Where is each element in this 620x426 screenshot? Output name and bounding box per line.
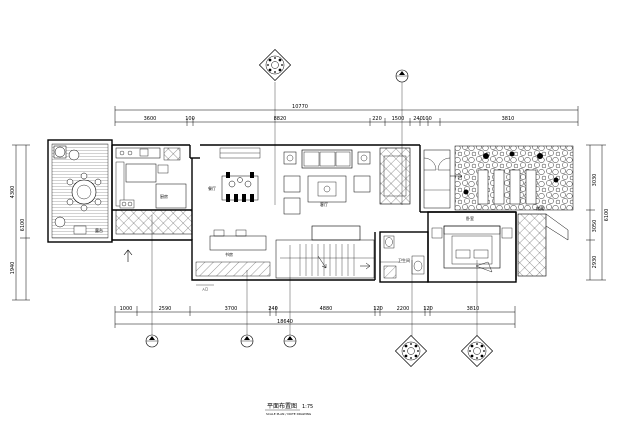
dim-top-1: 3600 xyxy=(144,116,157,122)
circle-marker-bottom-3 xyxy=(283,334,297,348)
dim-left-2: 6100 xyxy=(20,219,26,232)
bottom-dimensions: 1000 2590 3700 240 4880 120 2200 120 381… xyxy=(114,306,516,328)
room-label-study: 书房 xyxy=(225,251,233,257)
dim-top-7: 100 xyxy=(422,116,432,122)
dim-bottom-1: 1000 xyxy=(120,306,133,312)
dim-bottom-6: 120 xyxy=(373,306,383,312)
room-label-kitchen: 厨房 xyxy=(160,193,168,199)
drawing-title-block: 平面布置图 1:75 SCALE PLAN / NOTE DRAWING xyxy=(265,402,313,416)
right-dimensions: 3030 6100 3050 2930 xyxy=(586,144,610,281)
dim-right-1: 3030 xyxy=(592,174,598,187)
dim-bottom-9: 3810 xyxy=(467,306,480,312)
dim-top-3: 8820 xyxy=(274,116,287,122)
dim-top-4: 220 xyxy=(372,116,382,122)
dim-left-1: 4300 xyxy=(10,186,16,199)
room-label-bath: 卫生间 xyxy=(398,257,410,263)
bedroom: 卧室 储藏 xyxy=(431,205,569,277)
dim-right-4: 2930 xyxy=(592,256,598,269)
kitchen: 厨房 xyxy=(115,147,193,262)
room-label-terrace: 露台 xyxy=(95,227,103,233)
top-dimensions: 10770 3600 100 8820 220 1500 240 100 381… xyxy=(114,104,579,126)
dim-bottom-total: 18640 xyxy=(277,319,293,325)
dining-room: 餐厅 书房 入口 xyxy=(195,147,271,291)
dim-top-2: 100 xyxy=(185,116,195,122)
drawing-subtitle: SCALE PLAN / NOTE DRAWING xyxy=(266,412,312,416)
dim-bottom-2: 2590 xyxy=(159,306,172,312)
circle-marker-bottom-1 xyxy=(145,334,159,348)
terrace: 露台 xyxy=(51,143,109,239)
drawing-scale: 1:75 xyxy=(302,404,313,410)
courtyard xyxy=(423,145,574,211)
dim-left-3: 1940 xyxy=(10,262,16,275)
diamond-marker-bottom-1 xyxy=(394,334,428,368)
dim-top-total: 10770 xyxy=(292,104,308,110)
dim-right-3: 3050 xyxy=(592,220,598,233)
dim-bottom-3: 3700 xyxy=(225,306,238,312)
dim-bottom-7: 2200 xyxy=(397,306,410,312)
room-label-entry: 入口 xyxy=(202,287,208,291)
dim-bottom-8: 120 xyxy=(423,306,433,312)
dim-bottom-5: 4880 xyxy=(320,306,333,312)
room-label-bedroom: 卧室 xyxy=(466,215,474,221)
dim-top-8: 3810 xyxy=(502,116,515,122)
dim-bottom-4: 240 xyxy=(268,306,278,312)
drawing-title: 平面布置图 xyxy=(267,402,297,410)
staircase xyxy=(275,225,375,279)
circle-marker-bottom-2 xyxy=(240,334,254,348)
room-label-living: 客厅 xyxy=(320,201,328,207)
bathroom: 卫生间 xyxy=(380,235,425,279)
dim-top-5: 1500 xyxy=(392,116,405,122)
dim-right-2: 6100 xyxy=(604,209,610,222)
diamond-marker-top xyxy=(258,48,292,82)
room-label-dining: 餐厅 xyxy=(208,185,216,191)
left-dimensions: 4300 6100 1940 xyxy=(10,144,30,301)
circle-marker-top xyxy=(395,69,409,83)
diamond-marker-bottom-2 xyxy=(460,334,494,368)
dim-top-6: 240 xyxy=(413,116,423,122)
living-room: 客厅 xyxy=(283,147,411,215)
